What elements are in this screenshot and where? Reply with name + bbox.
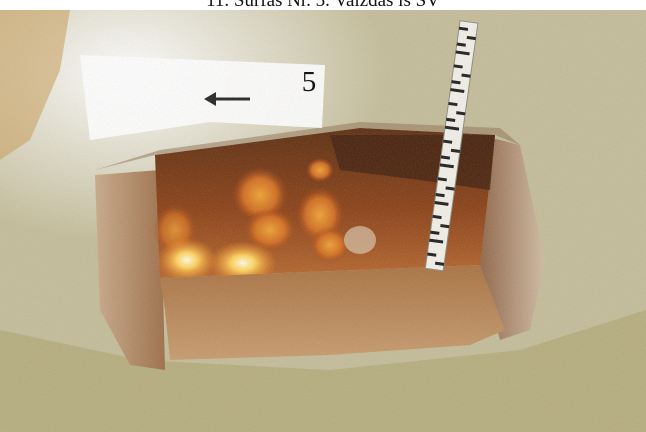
photo-caption: 11. Šurfas Nr. 5. Vaizdas iš SV: [206, 0, 440, 11]
sign-number: 5: [301, 66, 317, 98]
excavation-photo: [0, 10, 646, 432]
photo-grain: [0, 10, 646, 432]
excavation-scene: [0, 10, 646, 432]
